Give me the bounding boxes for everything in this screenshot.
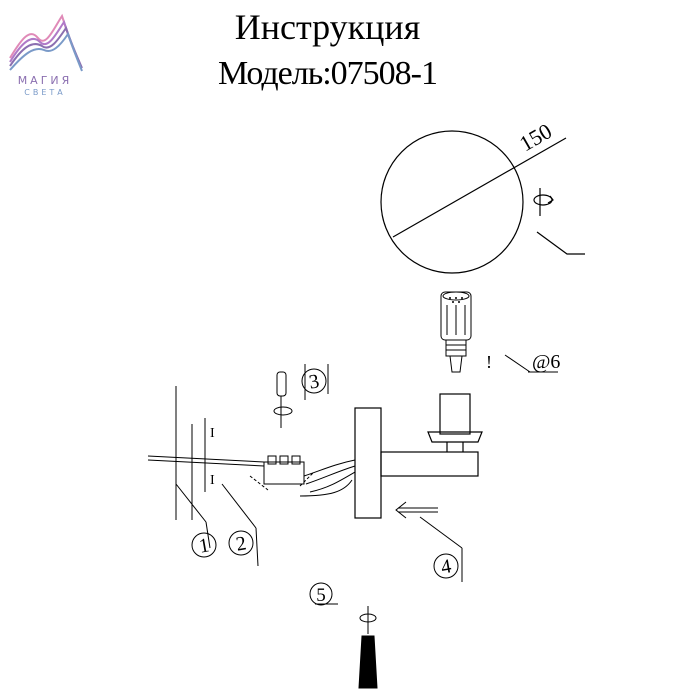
step-circle — [228, 530, 254, 556]
step-circle — [309, 582, 333, 606]
mains-wire — [147, 455, 265, 467]
step-circle — [433, 553, 459, 579]
led-bulb — [440, 291, 472, 373]
model-number: Модель:07508-1 — [217, 55, 438, 92]
brand-logo-icon — [9, 13, 83, 72]
step-leaders — [175, 364, 338, 605]
screwdriver-bottom-icon — [358, 606, 378, 689]
brand-logo: МАГИЯ СВЕТА — [4, 8, 84, 98]
wire-mark: I — [210, 426, 215, 441]
step-number: 2 — [234, 532, 248, 555]
wall-lines — [175, 386, 206, 520]
rotate-icon — [533, 188, 554, 216]
step-number: 5 — [316, 585, 326, 606]
page-title: Инструкция — [234, 7, 421, 47]
brand-name: МАГИЯ — [17, 74, 73, 87]
step-circle — [191, 532, 217, 558]
bulb-leader — [504, 354, 531, 373]
lamp-body — [354, 393, 483, 519]
bulb-label: @6 — [532, 351, 560, 373]
screwdriver-top-icon — [273, 371, 293, 428]
bulb-dots — [449, 297, 463, 303]
step-number: 1 — [197, 534, 211, 557]
step-number: 4 — [439, 555, 453, 578]
warning-mark: ! — [486, 352, 492, 372]
round-shade — [380, 130, 585, 274]
step-circle — [301, 368, 327, 394]
terminal-block — [249, 455, 315, 491]
step-number: 3 — [307, 370, 321, 393]
wire-mark: I — [210, 473, 215, 488]
lamp-wires — [299, 459, 356, 497]
mount-arrow — [395, 501, 463, 582]
dimension-label: 150 — [515, 118, 556, 156]
brand-subtitle: СВЕТА — [24, 88, 66, 97]
